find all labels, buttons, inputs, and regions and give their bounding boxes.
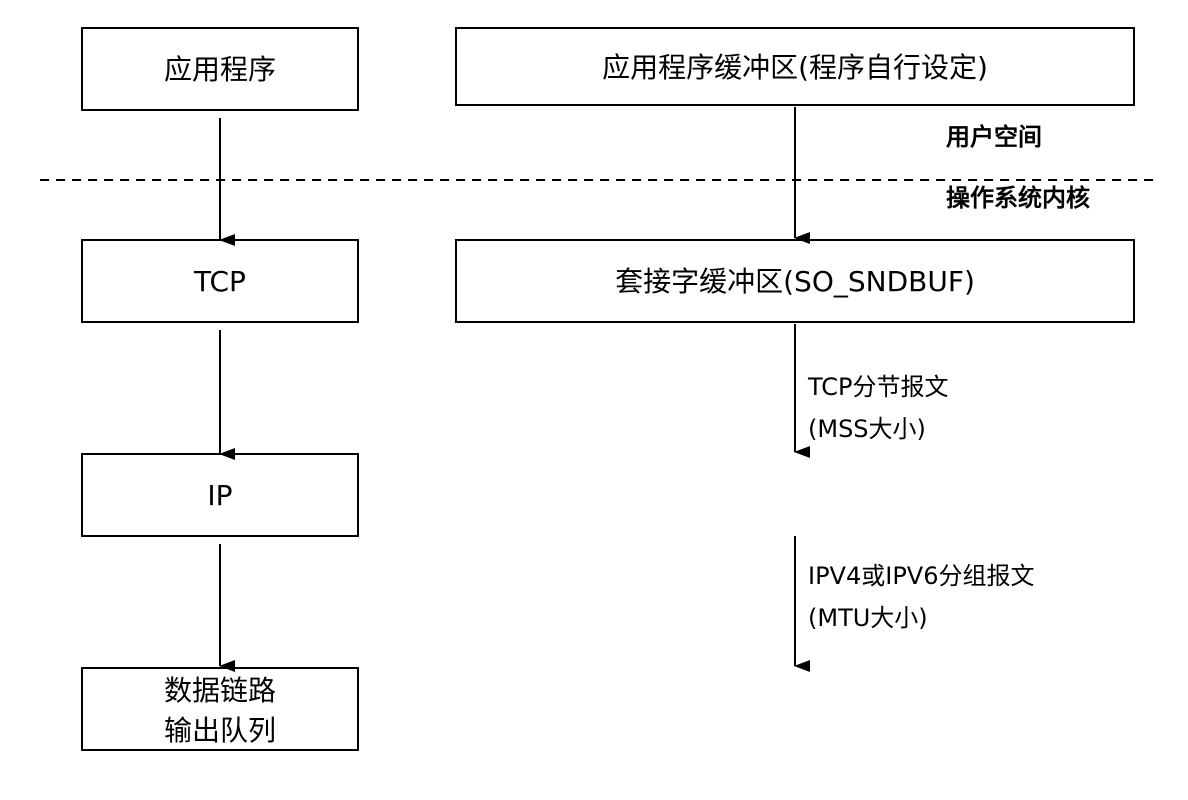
app-buffer-box xyxy=(455,27,1135,106)
datalink-label-line1: 数据链路 xyxy=(164,674,276,707)
ip-packet-label-line2: (MTU大小) xyxy=(808,604,928,632)
ip-label: IP xyxy=(207,479,232,512)
tcp-label: TCP xyxy=(193,265,246,298)
ip-packet-label-line1: IPV4或IPV6分组报文 xyxy=(808,562,1034,590)
socket-buffer-label: 套接字缓冲区(SO_SNDBUF) xyxy=(615,265,975,298)
app-buffer-label: 应用程序缓冲区(程序自行设定) xyxy=(602,51,988,84)
user-space-label: 用户空间 xyxy=(946,123,1042,151)
tcp-segment-label-line2: (MSS大小) xyxy=(808,415,926,443)
application-box xyxy=(81,27,359,111)
kernel-label: 操作系统内核 xyxy=(946,184,1090,212)
application-label: 应用程序 xyxy=(164,53,276,86)
tcp-segment-label-line1: TCP分节报文 xyxy=(807,373,948,401)
ip-box xyxy=(81,453,359,537)
datalink-label-line2: 输出队列 xyxy=(164,714,276,747)
datalink-box xyxy=(81,667,359,751)
tcp-box xyxy=(81,239,359,323)
